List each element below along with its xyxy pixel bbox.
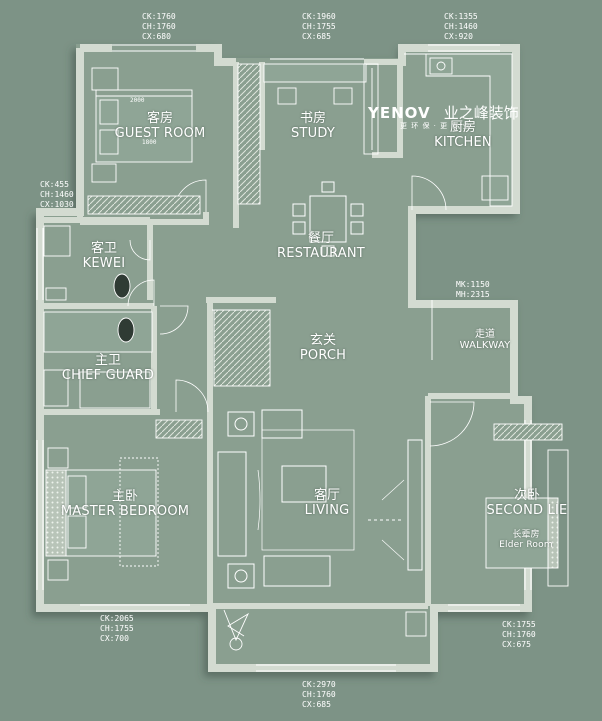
room-elder-room: 长辈房 Elder Room — [494, 530, 558, 550]
room-label-zh: 玄关 — [309, 333, 336, 348]
bed-length-note: 1800 — [142, 139, 157, 146]
outer-walls — [36, 44, 532, 672]
room-label-en: SECOND LIE — [486, 502, 568, 518]
guest-bed — [87, 67, 201, 215]
room-label-en: CHIEF GUARD — [61, 367, 155, 383]
dimension-line: CH:1760 — [502, 630, 536, 639]
room-label-zh: 客房 — [146, 111, 173, 126]
room-label-en: STUDY — [291, 125, 335, 141]
room-living: 客厅 LIVING — [296, 488, 358, 518]
room-guest-room: 客房 GUEST ROOM — [96, 111, 224, 141]
dimension-line: CK:1355 — [444, 12, 478, 21]
dimension-line: MK:1150 — [456, 280, 490, 289]
room-label-en: RESTAURANT — [277, 245, 365, 261]
dimension-line: MH:2315 — [456, 290, 490, 299]
dimension-line: CX:700 — [100, 634, 129, 643]
room-label-zh: 客卫 — [90, 241, 117, 256]
room-porch: 玄关 PORCH — [290, 333, 356, 363]
room-label-en: WALKWAY — [459, 340, 511, 352]
dimension-line: CH:1755 — [302, 22, 336, 31]
living-sofa — [217, 409, 423, 589]
dimension-line: CK:1755 — [502, 620, 536, 629]
master-bed — [45, 419, 203, 581]
room-label-en: KEWEI — [82, 255, 126, 271]
porch-cabinet — [212, 300, 433, 387]
dimension-line: CX:685 — [302, 700, 331, 709]
dimension-line: CH:1755 — [100, 624, 134, 633]
room-label-zh: 客厅 — [313, 488, 340, 503]
dimension-line: CK:1960 — [302, 12, 336, 21]
plant-pot — [223, 609, 250, 651]
dimension-line: CK:2065 — [100, 614, 134, 623]
dimension-line: CX:685 — [302, 32, 331, 41]
dimension-line: CH:1760 — [302, 690, 336, 699]
brand-tagline: 更 环 保 · 更 专 业 — [400, 122, 471, 130]
room-label-en: LIVING — [304, 502, 350, 518]
room-label-en: KITCHEN — [434, 134, 492, 150]
room-label-zh: 走道 — [475, 329, 495, 340]
dimension-kewei-window: CK:455 CH:1460 CX:1030 — [40, 180, 74, 210]
room-label-zh: 厨房 — [449, 120, 476, 135]
room-label-zh: 书房 — [299, 111, 326, 126]
dimension-line: CX:680 — [142, 32, 171, 41]
chief-guard-fixtures — [43, 311, 153, 409]
dimension-living-window: CK:2970 CH:1760 CX:685 — [302, 680, 336, 710]
dimension-kitchen-door: MK:1150 MH:2315 — [456, 280, 490, 300]
room-master-bedroom: 主卧 MASTER BEDROOM — [50, 489, 200, 519]
second-bed — [405, 423, 569, 637]
dimension-line: CK:455 — [40, 180, 69, 189]
bed-width-note: 2000 — [130, 97, 145, 104]
dimension-line: CK:1760 — [142, 12, 176, 21]
dimension-line: CH:1460 — [444, 22, 478, 31]
brand-logo: YENOV 业之峰装饰 — [368, 102, 519, 123]
room-chief-guard: 主卫 CHIEF GUARD — [54, 353, 162, 383]
room-label-en: GUEST ROOM — [114, 125, 206, 141]
room-label-zh: 主卫 — [94, 353, 121, 368]
dimension-line: CH:1460 — [40, 190, 74, 199]
dimension-master-window: CK:2065 CH:1755 CX:700 — [100, 614, 134, 644]
room-walkway: 走道 WALKWAY — [456, 329, 514, 351]
dining-table — [292, 181, 364, 257]
room-study: 书房 STUDY — [278, 111, 348, 141]
dimension-line: CX:675 — [502, 640, 531, 649]
room-restaurant: 餐厅 RESTAURANT — [266, 231, 376, 261]
dimension-line: CX:1030 — [40, 200, 74, 209]
dimension-second-window: CK:1755 CH:1760 CX:675 — [502, 620, 536, 650]
room-label-zh: 长辈房 — [512, 530, 540, 540]
dimension-kitchen-window: CK:1355 CH:1460 CX:920 — [444, 12, 478, 42]
dimension-study-window: CK:1960 CH:1755 CX:685 — [302, 12, 336, 42]
room-label-zh: 餐厅 — [307, 231, 334, 246]
room-kitchen: 厨房 KITCHEN — [428, 120, 498, 150]
dimension-line: CH:1760 — [142, 22, 176, 31]
room-label-zh: 次卧 — [513, 488, 540, 503]
room-label-en: PORCH — [299, 347, 347, 363]
kitchen-counter — [404, 53, 513, 207]
room-label-en: MASTER BEDROOM — [60, 503, 190, 519]
interior-walls — [40, 59, 518, 609]
study-desk — [237, 63, 379, 205]
dimension-line: CX:920 — [444, 32, 473, 41]
brand-name: YENOV — [368, 104, 431, 122]
room-label-en: Elder Room — [499, 540, 553, 551]
brand-name-zh: 业之峰装饰 — [443, 104, 519, 122]
dimension-line: CK:2970 — [302, 680, 336, 689]
room-second-lie: 次卧 SECOND LIE — [478, 488, 576, 518]
door-swings — [127, 175, 475, 447]
room-label-zh: 主卧 — [111, 489, 138, 504]
dimension-guest-window: CK:1760 CH:1760 CX:680 — [142, 12, 176, 42]
room-kewei: 客卫 KEWEI — [72, 241, 136, 271]
kewei-fixtures — [43, 225, 131, 301]
